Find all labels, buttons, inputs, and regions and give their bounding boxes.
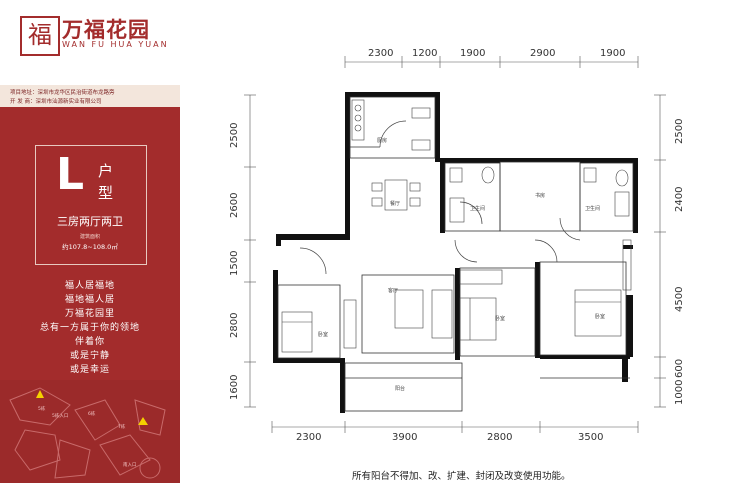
dimension-lines	[244, 56, 666, 433]
doors	[299, 120, 581, 275]
poem-line: 或是宁静	[69, 351, 110, 361]
site-map: 5栋 5栋入口 6栋 7栋 南入口	[0, 380, 180, 483]
dim-right: 1000	[674, 380, 685, 405]
dim-bottom: 3500	[578, 432, 603, 443]
poem-line: 或是幸运	[69, 365, 110, 375]
logo-icon: 福	[20, 16, 60, 56]
dim-bottom: 2800	[487, 432, 512, 443]
dim-left: 1500	[229, 251, 240, 276]
poem-line: 伴着你	[74, 337, 105, 347]
dim-right: 2400	[674, 187, 685, 212]
dim-left: 1600	[229, 375, 240, 400]
dim-bottom: 3900	[392, 432, 417, 443]
developer: 开 发 商：深圳市汕源新实业有限公司	[10, 99, 102, 105]
unit-letter: L	[56, 149, 85, 200]
room-label-bath: 卫生间	[470, 205, 485, 212]
dim-right: 600	[674, 359, 685, 378]
map-label: 5栋	[38, 405, 46, 412]
site-map-drawing: 5栋 5栋入口 6栋 7栋 南入口	[9, 387, 166, 479]
map-label: 6栋	[88, 410, 96, 417]
walls	[273, 92, 638, 413]
unit-hu: 户	[98, 162, 114, 180]
furniture	[281, 99, 632, 353]
poem-line: 总有一方属于你的领地	[39, 323, 140, 333]
poem-line: 万福花园里	[64, 309, 115, 319]
unit-type-frame	[35, 145, 147, 265]
dim-top: 1900	[600, 48, 625, 59]
room-label-study: 书房	[535, 192, 545, 199]
location-marker-icon	[36, 390, 44, 398]
partitions	[277, 96, 634, 412]
sidebar: 福 万福花园 WAN FU HUA YUAN 项目地址：深圳市龙华区民治街道布龙…	[0, 0, 180, 483]
room-label-bedroom: 卧室	[595, 313, 605, 320]
unit-panel	[0, 107, 180, 380]
dim-top: 1900	[460, 48, 485, 59]
room-label-balcony: 阳台	[395, 385, 405, 392]
location-marker-icon	[138, 417, 148, 425]
dim-bottom: 2300	[296, 432, 321, 443]
brand-name: 万福花园	[62, 18, 150, 42]
unit-area-label: 建筑面积	[79, 234, 100, 240]
room-label-dining: 餐厅	[390, 200, 400, 207]
room-label-living: 客厅	[388, 287, 398, 294]
footer-notice: 所有阳台不得加、改、扩建、封闭及改变使用功能。	[352, 471, 571, 482]
map-label: 7栋	[118, 423, 126, 430]
dim-left: 2600	[229, 193, 240, 218]
info-bar: 项目地址：深圳市龙华区民治街道布龙路旁 开 发 商：深圳市汕源新实业有限公司	[0, 85, 180, 107]
room-label-bath: 卫生间	[585, 205, 600, 212]
room-label-kitchen: 厨房	[377, 137, 387, 144]
poem-line: 福地福人居	[64, 295, 115, 305]
unit-area: 约107.8~108.0㎡	[62, 243, 118, 251]
logo-area: 福 万福花园 WAN FU HUA YUAN	[0, 0, 180, 85]
brand-name-en: WAN FU HUA YUAN	[62, 40, 169, 49]
poem-line: 福人居福地	[64, 281, 115, 291]
dim-top: 2900	[530, 48, 555, 59]
room-label-bedroom: 卧室	[495, 315, 505, 322]
unit-description: 三房两厅两卫	[57, 215, 123, 228]
room-label-bedroom: 卧室	[318, 331, 328, 338]
dim-left: 2500	[229, 123, 240, 148]
project-address: 项目地址：深圳市龙华区民治街道布龙路旁	[10, 90, 115, 96]
dim-top: 2300	[368, 48, 393, 59]
dim-top: 1200	[412, 48, 437, 59]
dim-left: 2800	[229, 313, 240, 338]
dim-right: 2500	[674, 119, 685, 144]
map-label: 5栋入口	[52, 412, 68, 419]
floor-plan: 2300 1200 1900 2900 1900 2300 3900 2800 …	[229, 48, 685, 443]
dim-right: 4500	[674, 287, 685, 312]
unit-xing: 型	[98, 184, 114, 202]
map-label: 南入口	[123, 461, 137, 468]
